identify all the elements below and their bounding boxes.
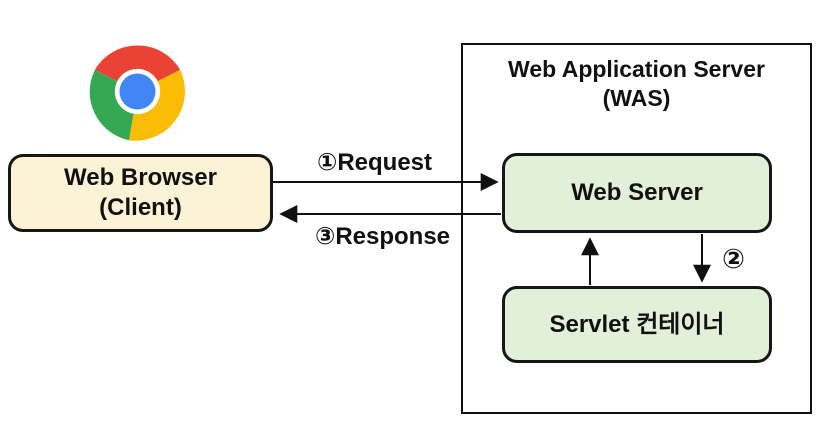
chrome-yellow-segment (128, 69, 185, 141)
request-label: ①Request (317, 149, 433, 176)
was-container-box: Web Application Server (WAS) (461, 43, 812, 414)
web-browser-box: Web Browser (Client) (8, 154, 273, 232)
web-server-box: Web Server (502, 153, 772, 233)
was-title-line2: (WAS) (602, 85, 671, 111)
was-title-line1: Web Application Server (508, 56, 765, 82)
response-label: ③Response (315, 223, 451, 250)
chrome-red-segment (94, 45, 181, 92)
chrome-blue-center (119, 73, 156, 110)
was-title: Web Application Server (WAS) (463, 55, 810, 113)
web-server-label: Web Server (571, 179, 703, 206)
chrome-logo-icon (89, 45, 185, 141)
servlet-container-box: Servlet 컨테이너 (502, 286, 772, 363)
step-2-label: ② (722, 244, 745, 274)
web-browser-label-line2: (Client) (99, 194, 182, 221)
web-browser-label-line1: Web Browser (64, 164, 217, 191)
servlet-container-label: Servlet 컨테이너 (549, 310, 725, 338)
